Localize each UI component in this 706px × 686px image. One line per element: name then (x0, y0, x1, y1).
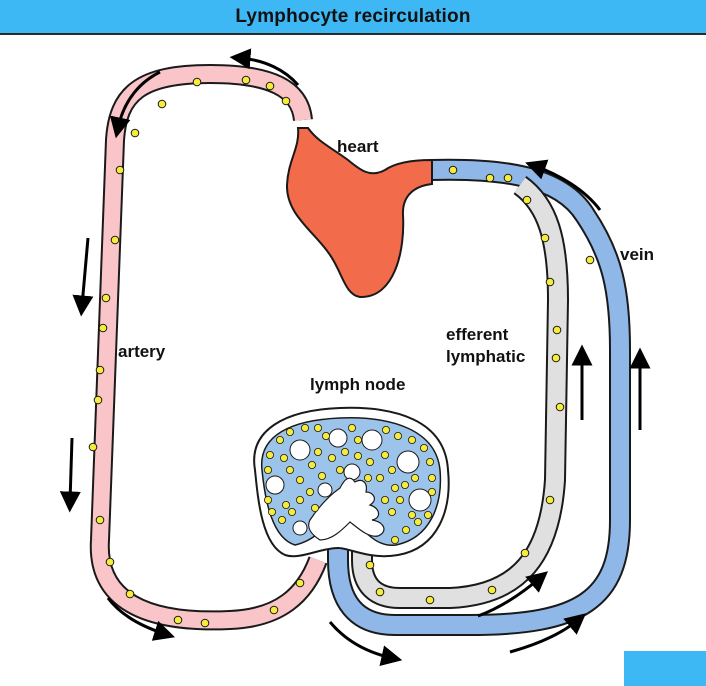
label-efferent: efferent (446, 325, 509, 344)
lymph-node (253, 406, 450, 558)
title-bar: Lymphocyte recirculation (0, 0, 706, 35)
lymphocytes (88, 75, 595, 628)
vein-vessel (327, 158, 631, 636)
label-vein: vein (620, 245, 654, 264)
corner-tab (624, 651, 706, 686)
efferent-lymphatic-vessel (351, 176, 570, 609)
label-lymph-node: lymph node (310, 375, 405, 394)
diagram-title: Lymphocyte recirculation (235, 5, 471, 27)
label-artery: artery (118, 342, 166, 361)
label-heart: heart (337, 137, 379, 156)
flow-arrows (59, 48, 651, 666)
heart-shape (285, 127, 433, 299)
label-lymphatic: lymphatic (446, 347, 525, 366)
